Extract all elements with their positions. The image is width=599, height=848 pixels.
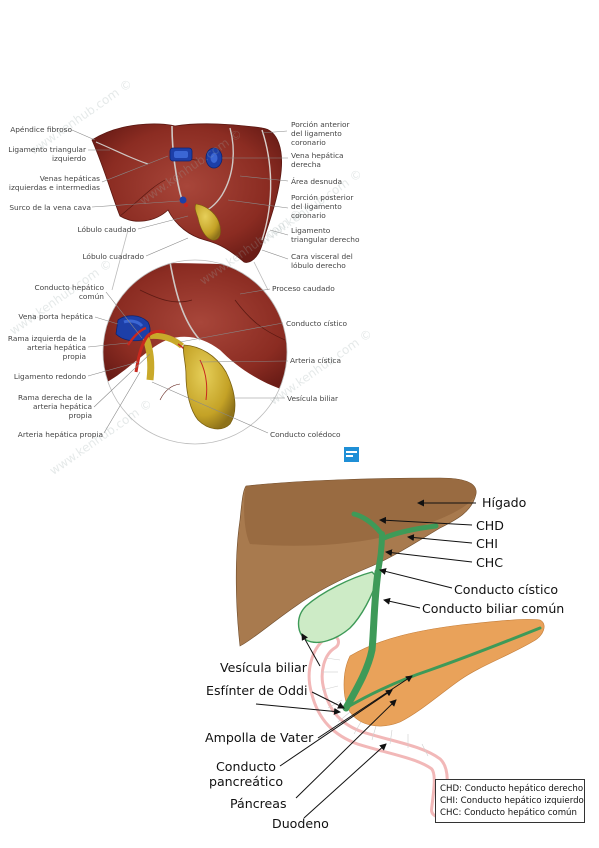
abbreviation-legend: CHD: Conducto hepático derecho CHI: Cond… [435, 779, 585, 823]
schematic-pancreas [343, 619, 545, 727]
label-fibrous-appendix: Apéndice fibroso [10, 125, 72, 134]
label-anterior-coronary: Porción anterior del ligamento coronario [291, 120, 350, 147]
label-ampulla-vater: Ampolla de Vater [205, 730, 314, 745]
label-cystic-duct-schematic: Conducto cístico [454, 582, 559, 597]
label-cystic-artery: Arteria cística [290, 356, 342, 365]
label-cystic-duct: Conducto cístico [286, 319, 348, 328]
label-left-hepatic-veins: Venas hepáticas izquierdas e intermedias [8, 174, 100, 192]
label-chc: CHC [476, 555, 504, 570]
label-portal-vein: Vena porta hepática [18, 312, 93, 321]
label-left-hepatic-artery: Rama izquierda de la arteria hepática pr… [7, 334, 86, 361]
common-hepatic-duct [375, 531, 385, 575]
label-common-bile-duct-schematic: Conducto biliar común [422, 601, 565, 616]
label-left-triangular-ligament: Ligamento triangular izquierdo [8, 145, 86, 163]
schematic-liver [235, 477, 477, 647]
label-common-bile-duct: Conducto colédoco [270, 430, 341, 439]
label-pancreas: Páncreas [230, 796, 287, 811]
label-right-hepatic-vein: Vena hepática derecha [291, 151, 344, 169]
gallbladder-small [194, 203, 221, 241]
label-liver: Hígado [482, 495, 527, 510]
label-vena-cava-groove: Surco de la vena cava [9, 203, 91, 212]
label-duodenum: Duodeno [272, 816, 329, 831]
label-caudate-process: Proceso caudado [272, 284, 335, 293]
label-pancreatic-duct: Conducto pancreático [208, 759, 284, 789]
legend-item-chd: CHD: Conducto hepático derecho [440, 784, 584, 794]
kenhub-logo-icon [344, 447, 359, 462]
label-common-hepatic-duct: Conducto hepático común [34, 283, 104, 301]
common-bile-duct-schematic [342, 568, 382, 712]
pancreatic-duct [344, 626, 542, 710]
label-round-ligament: Ligamento redondo [13, 372, 86, 381]
label-visceral-right-lobe: Cara visceral del lóbulo derecho [291, 252, 353, 270]
label-gallbladder-schematic: Vesícula biliar [220, 660, 307, 675]
label-right-hepatic-artery: Rama derecha de la arteria hepática prop… [17, 393, 92, 420]
label-gallbladder: Vesícula biliar [287, 394, 339, 403]
right-hepatic-duct [351, 511, 383, 535]
label-chi: CHI [476, 536, 498, 551]
label-quadrate-lobe: Lóbulo cuadrado [82, 252, 144, 261]
duodenum [307, 634, 449, 818]
legend-item-chi: CHI: Conducto hepático izquierdo [440, 796, 584, 806]
label-proper-hepatic-artery: Arteria hepática propia [17, 430, 103, 439]
label-bare-area: Área desnuda [291, 177, 343, 186]
schematic-gallbladder [297, 571, 379, 644]
hepatic-artery [134, 329, 166, 373]
common-bile-duct [142, 336, 155, 381]
label-sphincter-oddi: Esfínter de Oddi [206, 683, 308, 698]
label-chd: CHD [476, 518, 504, 533]
label-caudate-lobe: Lóbulo caudado [77, 225, 136, 234]
magnified-view [103, 260, 287, 444]
gallbladder-large [183, 344, 236, 430]
liver-anatomy-illustration [71, 123, 289, 445]
liver-shape [91, 123, 282, 263]
label-right-triangular-ligament: Ligamento triangular derecho [291, 226, 360, 244]
label-posterior-coronary: Porción posterior del ligamento coronari… [291, 193, 354, 220]
legend-item-chc: CHC: Conducto hepático común [440, 808, 577, 818]
left-hepatic-duct [381, 523, 439, 541]
